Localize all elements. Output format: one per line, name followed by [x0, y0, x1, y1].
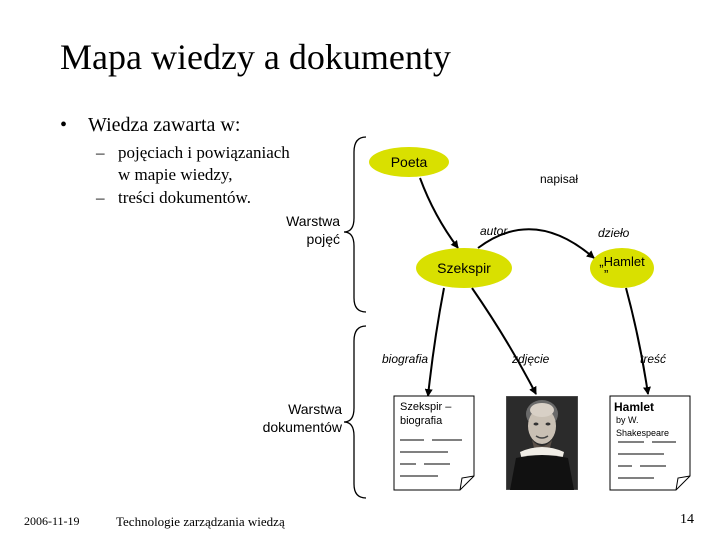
slide-title: Mapa wiedzy a dokumenty: [60, 37, 451, 77]
sub-item-dash: –: [96, 143, 105, 162]
biography-document-title-line1: Szekspir –: [400, 401, 452, 413]
biography-document-title: Szekspir – biografia: [400, 400, 480, 428]
hamlet-document-author-line2: Shakespeare: [616, 428, 670, 438]
concepts-layer-label-line1: Warstwa: [286, 213, 340, 229]
page-number: 14: [680, 512, 694, 527]
documents-layer-label-line1: Warstwa: [288, 401, 342, 417]
edge-poeta-szekspir: [419, 177, 459, 249]
hamlet-document-title: Hamlet: [614, 400, 655, 414]
biography-document-icon: [393, 395, 475, 491]
concepts-layer-label: Warstwa pojęć: [220, 212, 340, 248]
biography-document-title-line2: biografia: [400, 415, 443, 427]
edge-hamlet-content: [625, 287, 651, 395]
edge-label-autor: autor: [480, 224, 508, 238]
sub-item-concepts-line2: w mapie wiedzy,: [118, 165, 233, 184]
edge-szekspir-hamlet: [477, 228, 595, 259]
edge-label-tresc: treść: [640, 352, 667, 366]
footer-title: Technologie zarządzania wiedzą: [116, 514, 285, 529]
edge-label-biografia: biografia: [382, 352, 429, 366]
documents-layer-brace: [343, 325, 367, 499]
concepts-layer-label-line2: pojęć: [306, 231, 340, 247]
footer-date: 2006-11-19: [24, 514, 80, 528]
hamlet-document-author: by W. Shakespeare: [616, 414, 686, 440]
hamlet-document-author-line1: by W.: [616, 415, 639, 425]
bullet-text: Wiedza zawarta w:: [88, 114, 241, 136]
edge-label-napisal: napisał: [540, 172, 579, 186]
documents-layer-label-line2: dokumentów: [262, 419, 342, 435]
sub-item-concepts-line1: pojęciach i powiązaniach: [118, 143, 290, 162]
node-hamlet-label-line2: ”: [604, 267, 609, 282]
concepts-layer-brace: [343, 136, 367, 313]
edge-label-dzielo: dzieło: [598, 226, 630, 240]
node-hamlet: „Hamlet ”: [590, 248, 654, 288]
node-szekspir: Szekspir: [416, 248, 512, 288]
edge-szekspir-biography: [424, 287, 445, 397]
shakespeare-portrait-image: [506, 396, 578, 490]
edge-szekspir-photo: [471, 287, 537, 395]
node-poeta: Poeta: [369, 147, 449, 177]
node-hamlet-label-line1: „Hamlet: [599, 254, 645, 269]
sub-item-documents: treści dokumentów.: [118, 188, 251, 207]
documents-layer-label: Warstwa dokumentów: [222, 400, 342, 436]
edge-label-zdjecie: zdjęcie: [512, 352, 550, 366]
bullet-marker: •: [60, 114, 68, 136]
sub-item-dash: –: [96, 188, 105, 207]
hamlet-document-icon: [609, 395, 691, 491]
